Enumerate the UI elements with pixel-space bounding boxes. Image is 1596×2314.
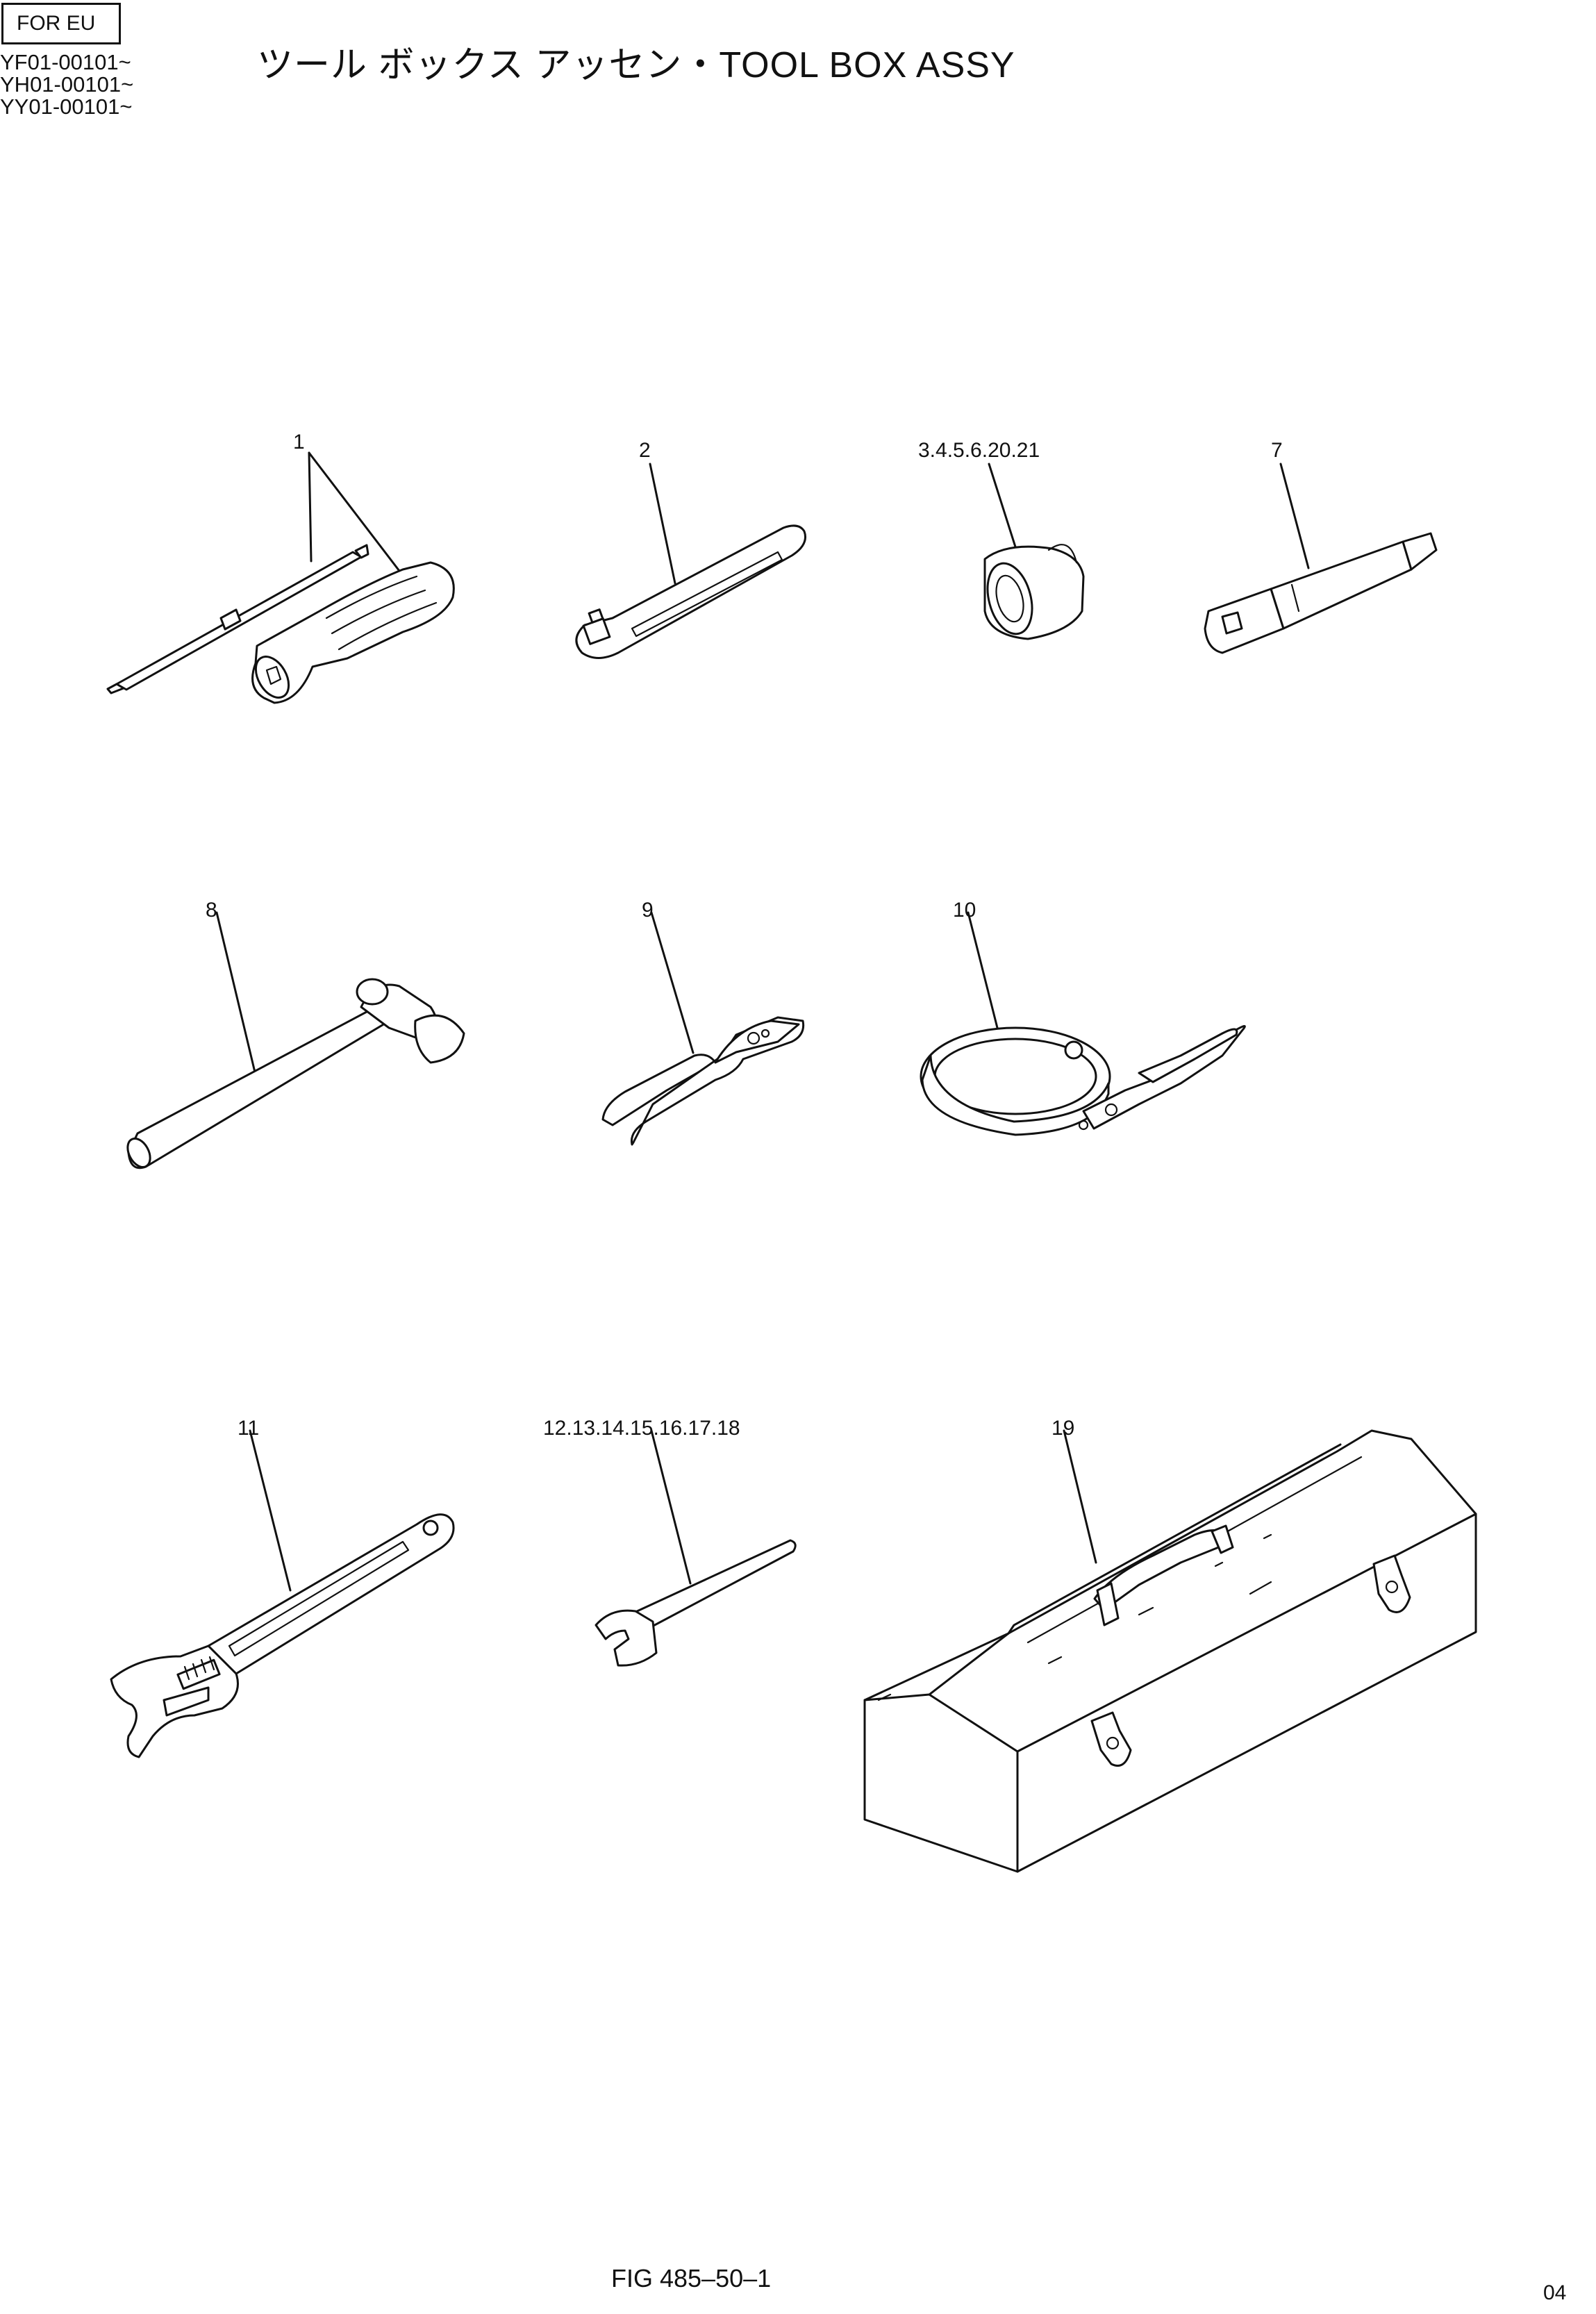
- filter-wrench-icon: [921, 913, 1245, 1135]
- callout-label-7: 7: [1271, 439, 1283, 462]
- callout-label-3: 3.4.5.6.20.21: [918, 439, 1040, 462]
- callout-label-9: 9: [642, 899, 654, 922]
- extension-bar-icon: [1205, 464, 1436, 653]
- callout-label-12: 12.13.14.15.16.17.18: [543, 1417, 740, 1440]
- page-title: ツール ボックス アッセン・TOOL BOX ASSY: [257, 45, 1015, 85]
- serial-range-yh: YH01-00101~: [0, 72, 134, 97]
- socket-icon: [981, 464, 1083, 639]
- pliers-icon: [603, 913, 804, 1144]
- callout-label-10: 10: [953, 899, 976, 922]
- callout-label-1: 1: [293, 431, 305, 453]
- ratchet-handle-icon: [576, 464, 806, 658]
- callout-label-2: 2: [639, 439, 651, 462]
- serial-range-yf: YF01-00101~: [0, 50, 131, 74]
- region-badge: [1, 3, 121, 44]
- hammer-icon: [123, 913, 464, 1171]
- callout-label-8: 8: [206, 899, 217, 922]
- screwdriver-icon: [108, 453, 454, 704]
- callout-label-19: 19: [1051, 1417, 1075, 1440]
- tool-box-icon: [865, 1431, 1476, 1872]
- serial-range-yy: YY01-00101~: [0, 94, 133, 119]
- spanner-icon: [596, 1431, 795, 1665]
- page-code: 04: [1543, 2281, 1567, 2304]
- adjustable-wrench-icon: [111, 1431, 454, 1757]
- figure-reference: FIG 485–50–1: [611, 2264, 772, 2292]
- callout-label-11: 11: [238, 1417, 260, 1440]
- region-label: FOR EU: [17, 12, 96, 35]
